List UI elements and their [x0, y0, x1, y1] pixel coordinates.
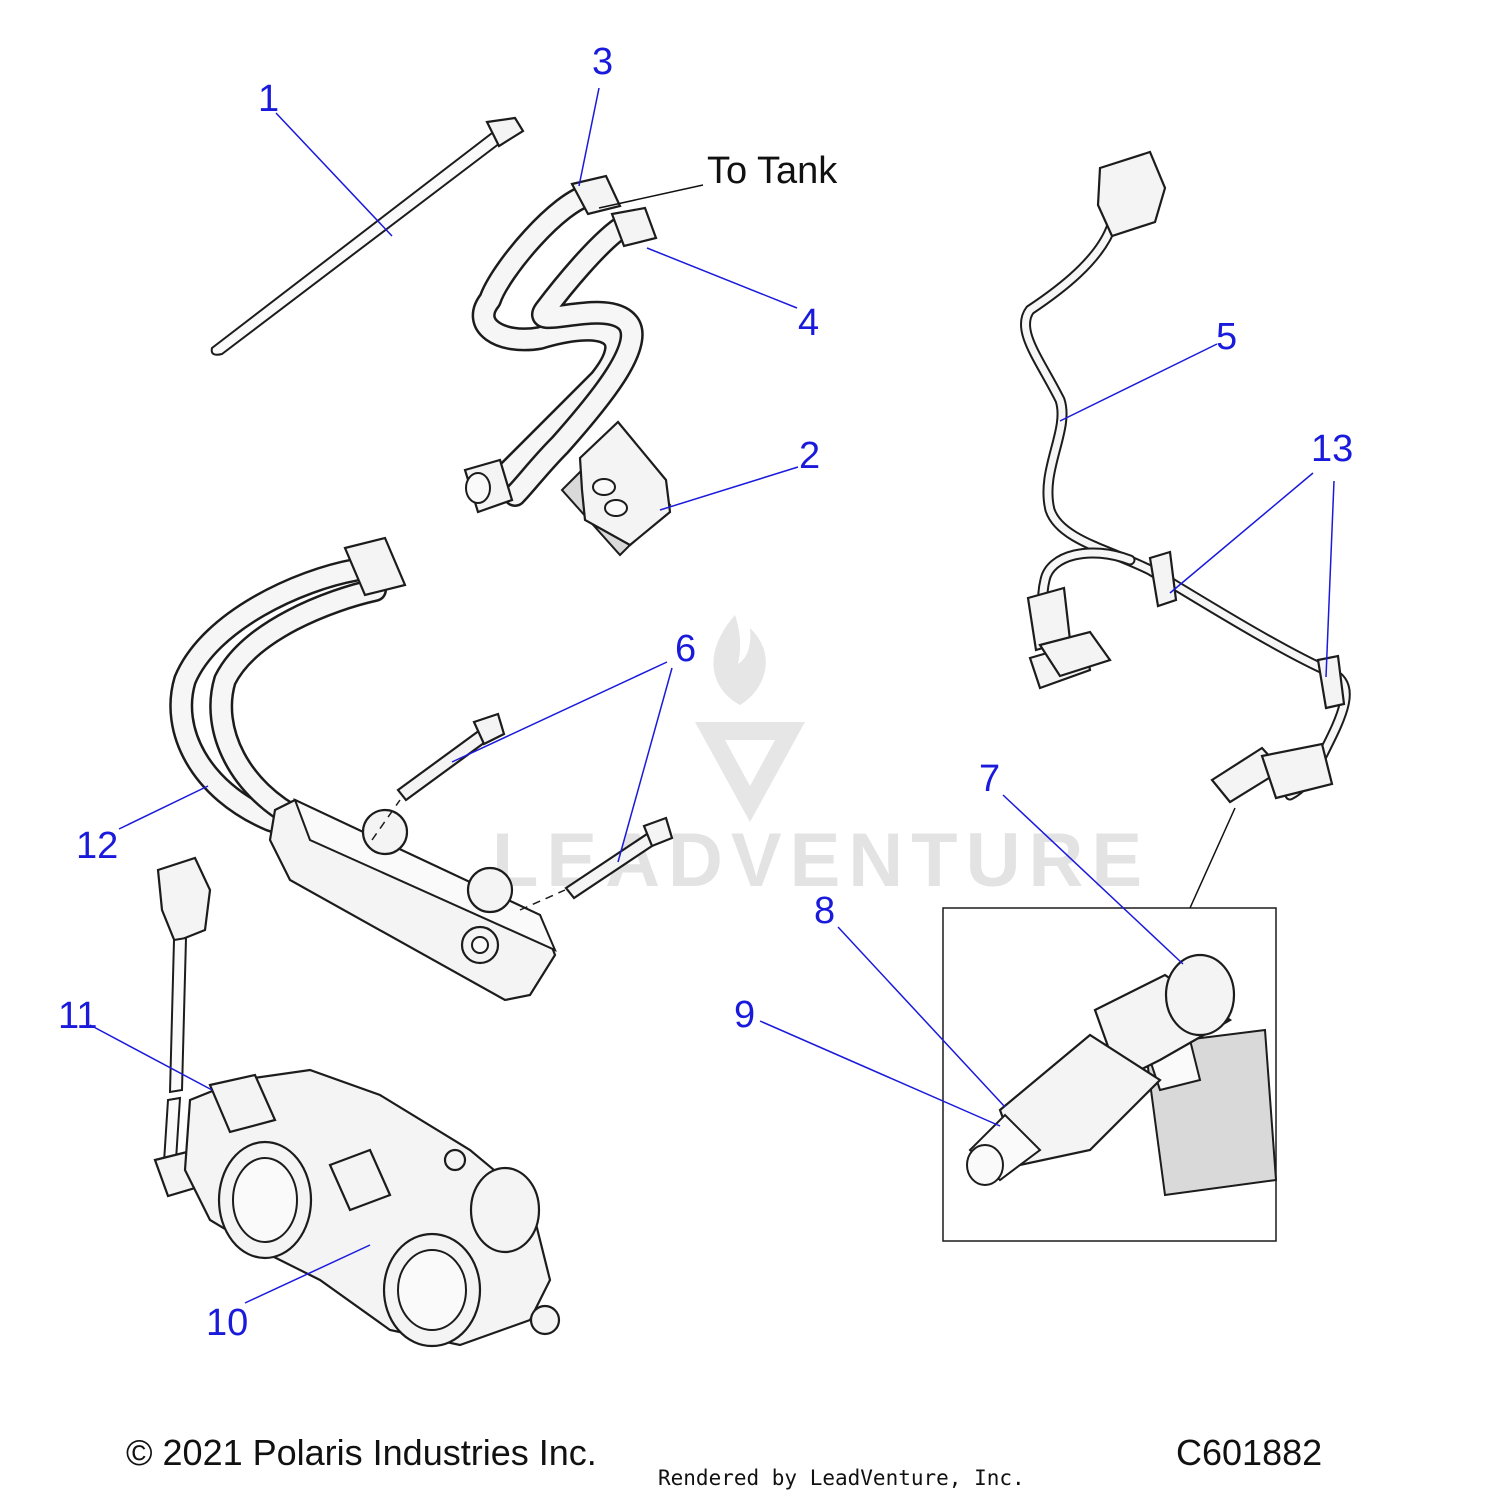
callout-4: 4 — [798, 302, 819, 344]
fuel-hose-assembly — [463, 174, 658, 514]
part-12-fuel-rail — [169, 536, 557, 1002]
callout-12: 12 — [76, 825, 118, 867]
part-10-throttle-body — [183, 1068, 561, 1348]
callout-8: 8 — [814, 890, 835, 932]
callout-7: 7 — [979, 758, 1000, 800]
callout-2: 2 — [799, 435, 820, 477]
rendered-by-credit: Rendered by LeadVenture, Inc. — [658, 1466, 1025, 1490]
copyright-notice: © 2021 Polaris Industries Inc. — [126, 1432, 597, 1473]
part-13-harness-clip-b — [1316, 654, 1346, 710]
diagram-code: C601882 — [1176, 1432, 1323, 1473]
part-1-cable-tie — [210, 116, 525, 356]
callout-3: 3 — [592, 41, 613, 83]
part-13-harness-clip-a — [1148, 550, 1178, 608]
part-5-injector-harness — [1020, 150, 1351, 804]
part-2-hose-clip — [560, 420, 672, 557]
leadventure-watermark-logo — [695, 615, 805, 822]
part-4-quick-connector — [610, 206, 658, 248]
part-3-quick-connector — [570, 174, 622, 216]
callout-13: 13 — [1311, 428, 1353, 470]
callout-10: 10 — [206, 1302, 248, 1344]
injector-detail-view — [942, 807, 1278, 1242]
callout-11: 11 — [58, 995, 97, 1037]
callout-9: 9 — [734, 994, 755, 1036]
callout-6: 6 — [675, 628, 696, 670]
callout-5: 5 — [1216, 316, 1237, 358]
watermark-text: LEADVENTURE — [492, 818, 1150, 903]
part-6-bolts — [371, 712, 674, 911]
to-tank-note: To Tank — [707, 150, 838, 192]
callout-1: 1 — [258, 78, 279, 120]
callout-leader-lines — [89, 87, 1335, 1304]
